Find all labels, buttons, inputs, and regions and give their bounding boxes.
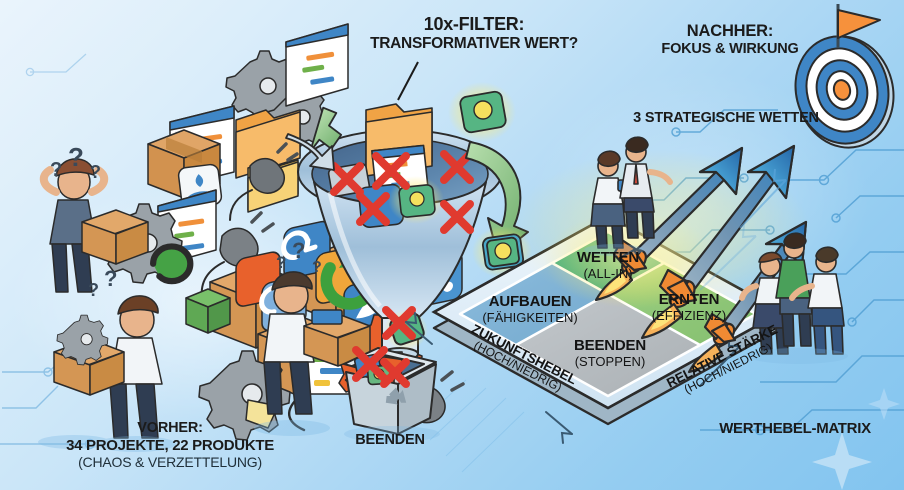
folder-icon [235,109,301,179]
flag-banner [837,9,881,39]
svg-text:?: ? [104,266,117,291]
title-pointer-line [397,61,419,101]
quadrant-label-beenden-title: BEENDEN [574,337,646,354]
gear-icon [56,314,109,366]
matrix-axis-arrows [405,312,741,444]
svg-text:?: ? [88,280,99,300]
recycle-icon [385,387,407,405]
sparkle-decoration [812,388,900,490]
caption-before: VORHER: 34 PROJEKTE, 22 PRODUKTE (CHAOS … [20,420,320,470]
person-stressed-left [39,158,149,293]
power-plug-icon [229,142,299,221]
title-filter-line1: 10x-FILTER: [423,14,525,34]
quadrant-label-ernten-title: ERNTEN [658,291,720,308]
caption-stop: BEENDEN [355,432,425,448]
circuit-trace-topleft [25,53,87,77]
question-mark-icon: ? ? [88,266,117,300]
title-filter: 10x-FILTER: TRANSFORMATIVER WERT? [254,14,694,53]
quadrant-label-wetten-title: WETTEN [576,249,640,266]
caption-before-line1: VORHER: [137,420,203,436]
svg-text:?: ? [68,142,84,172]
caption-before-line2: 34 PROJEKTE, 22 PRODUKTE [66,436,274,454]
question-mark-icon: ? ? ? [276,238,322,276]
target-bullseye [794,4,895,149]
people-group-a [590,136,673,249]
title-after: NACHHER: FOKUS & WIRKUNG [600,22,860,58]
trail-arrow [699,168,787,291]
rocket-arrow [594,146,744,302]
quadrant-label-aufbauen-sub: (FÄHIGKEITEN) [482,309,578,325]
lightbulb-card-icon [388,176,444,224]
bin-x-marks [352,306,416,388]
question-mark-icon: ? ? ? [50,142,101,182]
quadrant-label-beenden-sub: (STOPPEN) [574,353,646,369]
caption-before-line3: (CHAOS & VERZETTELUNG) [78,454,262,471]
people-group-b [739,232,845,355]
reject-x-marks [330,150,474,234]
quadrant-label-ernten: ERNTEN (EFFIZIENZ) [634,291,744,323]
gantt-window-icon [285,23,349,107]
title-filter-line2: TRANSFORMATIVER WERT? [370,34,578,52]
svg-text:?: ? [50,159,62,181]
quadrant-label-wetten: WETTEN (ALL-IN) [548,249,668,281]
person-stressed-right [263,271,371,415]
title-after-line1: NACHHER: [686,22,774,40]
refresh-icon [150,243,194,285]
title-strategic-bets: 3 STRATEGISCHE WETTEN [633,110,819,126]
funnel-input-arrows [285,106,343,171]
quadrant-label-ernten-sub: (EFFIZIENZ) [651,307,727,323]
quadrant-label-aufbauen: AUFBAUEN (FÄHIGKEITEN) [468,293,592,325]
title-after-line2: FOKUS & WIRKUNG [661,41,799,58]
svg-text:?: ? [312,259,322,276]
person-stressed-bottom-left [53,295,163,439]
svg-text:?: ? [90,162,101,182]
circuit-trace-right [630,109,904,436]
quadrant-label-beenden: BEENDEN (STOPPEN) [550,337,670,369]
svg-text:?: ? [276,253,286,272]
quadrant-label-aufbauen-title: AUFBAUEN [488,293,572,310]
quadrant-label-wetten-sub: (ALL-IN) [583,265,633,281]
svg-text:?: ? [292,238,305,263]
accepted-idea-top [448,82,516,142]
caption-matrix: WERTHEBEL-MATRIX [719,420,871,437]
